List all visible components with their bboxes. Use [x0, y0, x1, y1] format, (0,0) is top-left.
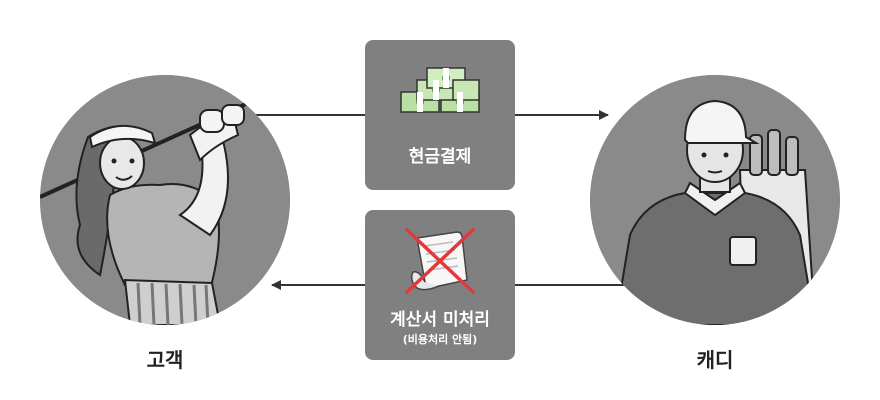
golfer-illustration-icon — [40, 75, 290, 325]
invoice-sublabel: (비용처리 안됨) — [402, 333, 478, 346]
cash-stack-icon — [400, 67, 480, 113]
cash-payment-box: 현금결제 — [365, 40, 515, 190]
customer-avatar — [40, 75, 290, 325]
caddy-avatar — [590, 75, 840, 325]
caddy-illustration-icon — [590, 75, 840, 325]
cash-payment-label: 현금결제 — [408, 147, 472, 167]
caddy-label: 캐디 — [696, 348, 734, 372]
invoice-label: 계산서 미처리 — [390, 310, 490, 330]
customer-label: 고객 — [146, 348, 184, 372]
invoice-box: 계산서 미처리 (비용처리 안됨) — [365, 210, 515, 360]
crossed-receipt-icon — [405, 228, 475, 294]
